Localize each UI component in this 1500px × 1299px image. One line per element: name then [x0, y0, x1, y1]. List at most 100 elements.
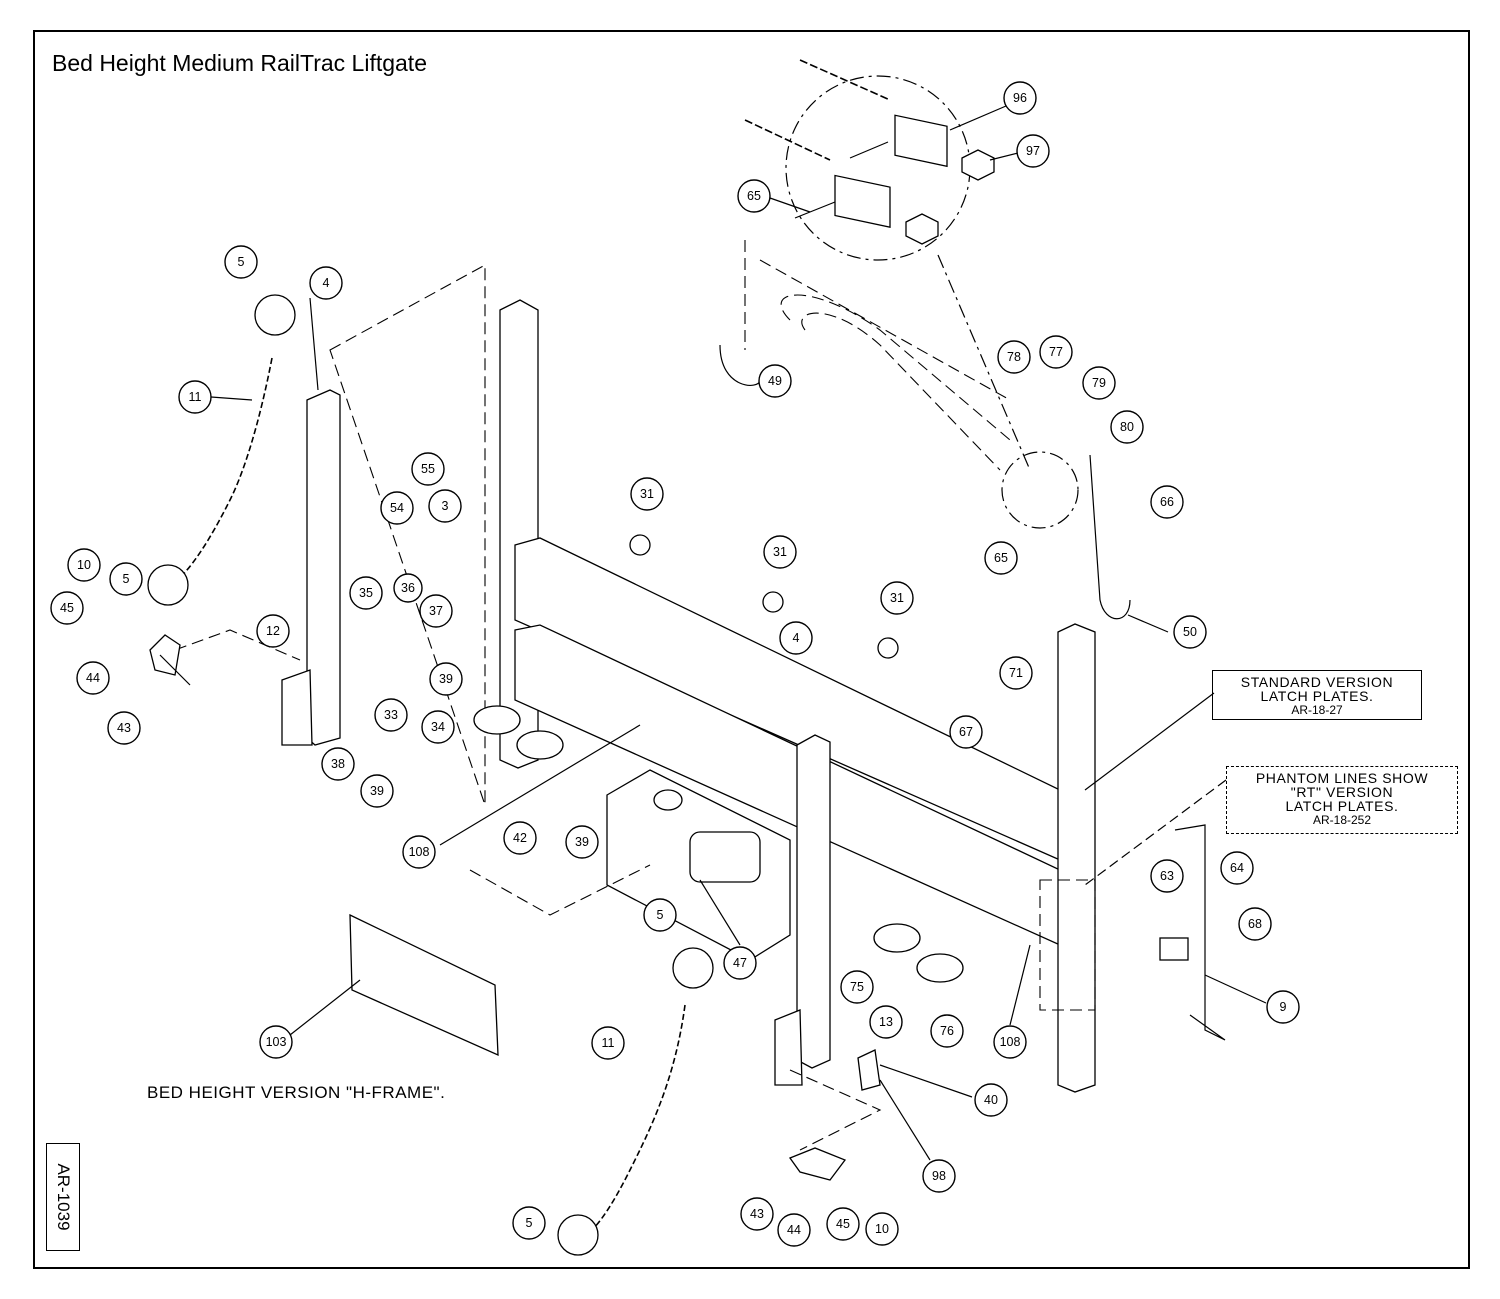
callout-43-bottom: 43 [740, 1197, 774, 1231]
callout-97: 97 [1016, 134, 1050, 168]
callout-80: 80 [1110, 410, 1144, 444]
callout-64: 64 [1220, 851, 1254, 885]
callout-54: 54 [380, 491, 414, 525]
svg-text:71: 71 [1009, 666, 1023, 680]
svg-text:40: 40 [984, 1093, 998, 1107]
svg-text:11: 11 [602, 1036, 615, 1050]
hinge-bracket-45-right [788, 1147, 847, 1181]
svg-text:42: 42 [513, 831, 527, 845]
callout-68: 68 [1238, 907, 1272, 941]
callout-42: 42 [503, 821, 537, 855]
detail-circle [785, 75, 971, 261]
svg-text:3: 3 [442, 499, 449, 513]
svg-text:76: 76 [940, 1024, 954, 1038]
chain-anchor-block-upper [894, 114, 948, 168]
callout-36: 36 [393, 573, 423, 603]
svg-text:44: 44 [86, 671, 100, 685]
callout-66: 66 [1150, 485, 1184, 519]
standard-note-line2: LATCH PLATES. [1260, 688, 1374, 704]
leader-50 [1127, 614, 1169, 633]
callout-5-bottom: 5 [512, 1206, 546, 1240]
washer-detail-5-left [147, 564, 189, 606]
svg-text:39: 39 [370, 784, 384, 798]
svg-text:103: 103 [266, 1035, 287, 1049]
svg-text:75: 75 [850, 980, 864, 994]
callout-96: 96 [1003, 81, 1037, 115]
svg-text:37: 37 [429, 604, 443, 618]
callout-76: 76 [930, 1014, 964, 1048]
left-plate-foot [281, 669, 313, 746]
callout-47: 47 [723, 946, 757, 980]
svg-text:80: 80 [1120, 420, 1134, 434]
svg-text:33: 33 [384, 708, 398, 722]
washer-detail-5-center [672, 947, 714, 989]
leader-40 [879, 1064, 973, 1098]
leader-108-left [439, 724, 641, 846]
callout-103: 103 [259, 1025, 293, 1059]
svg-text:54: 54 [390, 501, 404, 515]
leader-lines [210, 105, 1267, 1161]
callout-38: 38 [321, 747, 355, 781]
callout-12: 12 [256, 614, 290, 648]
svg-text:34: 34 [431, 720, 445, 734]
svg-text:98: 98 [932, 1169, 946, 1183]
callout-39-b: 39 [360, 774, 394, 808]
phantom-note-line2: "RT" VERSION [1290, 784, 1394, 800]
chain-end-49 [719, 344, 761, 386]
pump-motor [689, 831, 761, 883]
sheet-id-box: AR-1039 [46, 1143, 80, 1251]
callout-31-a: 31 [630, 477, 664, 511]
callout-5-center: 5 [643, 898, 677, 932]
latch-rod-9 [1174, 824, 1226, 1041]
callout-5-left: 5 [109, 562, 143, 596]
roller-right-76 [916, 953, 964, 983]
callout-79: 79 [1082, 366, 1116, 400]
callout-65-top: 65 [737, 179, 771, 213]
left-phantom-outline [329, 264, 486, 806]
callout-44-left: 44 [76, 661, 110, 695]
detail-target-circle [1001, 451, 1079, 529]
callout-34: 34 [421, 710, 455, 744]
svg-text:64: 64 [1230, 861, 1244, 875]
svg-text:66: 66 [1160, 495, 1174, 509]
callout-98: 98 [922, 1159, 956, 1193]
reservoir-cap [653, 789, 683, 811]
detail-leader [937, 254, 1031, 471]
svg-text:39: 39 [575, 835, 589, 849]
cover-plate-103 [349, 913, 499, 1057]
callout-11-bottom: 11 [591, 1026, 625, 1060]
standard-version-note: STANDARD VERSION LATCH PLATES. AR-18-27 [1212, 670, 1422, 720]
svg-text:36: 36 [401, 581, 415, 595]
hinge-guide-left [174, 629, 301, 661]
phantom-note-line3: LATCH PLATES. [1285, 798, 1399, 814]
svg-text:65: 65 [994, 551, 1008, 565]
sprocket-31-a [629, 534, 651, 556]
phantom-note-line1: PHANTOM LINES SHOW [1255, 770, 1429, 786]
standard-note-line1: STANDARD VERSION [1240, 674, 1394, 690]
callout-49: 49 [758, 364, 792, 398]
center-side-plate-4 [796, 734, 831, 1069]
callout-4-center: 4 [779, 621, 813, 655]
svg-text:13: 13 [879, 1015, 893, 1029]
svg-text:5: 5 [123, 572, 130, 586]
sprocket-31-b [762, 591, 784, 613]
svg-text:5: 5 [238, 255, 245, 269]
callout-108-right: 108 [993, 1025, 1027, 1059]
leader-97 [989, 152, 1019, 161]
clevis-pin-upper [849, 141, 889, 159]
svg-text:77: 77 [1049, 345, 1063, 359]
leader-65 [769, 197, 811, 213]
callout-31-b: 31 [763, 535, 797, 569]
svg-text:47: 47 [733, 956, 747, 970]
callout-108-left: 108 [402, 835, 436, 869]
callout-75: 75 [840, 970, 874, 1004]
washer-detail-5-top [254, 294, 296, 336]
clevis-pin-lower [794, 201, 836, 219]
callout-37: 37 [419, 594, 453, 628]
callout-63: 63 [1150, 859, 1184, 893]
right-main-post-71 [1057, 623, 1096, 1093]
page-title: Bed Height Medium RailTrac Liftgate [52, 50, 427, 76]
callout-3: 3 [428, 489, 462, 523]
svg-text:38: 38 [331, 757, 345, 771]
